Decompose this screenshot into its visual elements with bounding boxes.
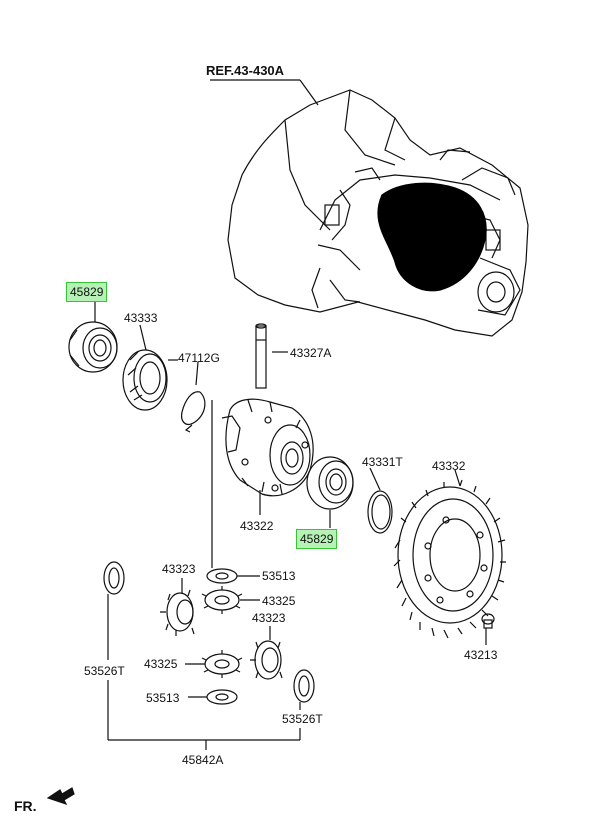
thrust-washer-53526t-right (293, 669, 315, 703)
shim-43331t (367, 490, 393, 534)
side-gear-43325-left (201, 650, 243, 678)
part-label-43323-right[interactable]: 43323 (252, 611, 286, 625)
part-label-45829-left[interactable]: 45829 (66, 282, 108, 302)
front-arrow-icon (46, 787, 75, 806)
part-label-43322[interactable]: 43322 (240, 519, 274, 533)
differential-case-43322 (221, 398, 314, 497)
part-label-43333[interactable]: 43333 (124, 311, 158, 325)
part-label-45829-right[interactable]: 45829 (296, 529, 338, 549)
thrust-washer-53526t-left (103, 561, 125, 595)
part-label-53526t-left[interactable]: 53526T (84, 664, 125, 678)
bearing-right (306, 456, 354, 510)
part-label-43332[interactable]: 43332 (432, 459, 466, 473)
side-gear-43325-right (201, 586, 243, 614)
part-label-47112g[interactable]: 47112G (178, 351, 220, 365)
pinion-gear-right (250, 640, 283, 680)
housing-opening (377, 182, 487, 292)
bearing-left (68, 321, 118, 373)
pinion-gear-left (160, 589, 195, 636)
bearing-race-43333 (122, 349, 168, 411)
ref-label: REF.43-430A (206, 63, 285, 78)
ring-gear-43332 (393, 479, 506, 639)
part-label-53526t-right[interactable]: 53526T (282, 712, 323, 726)
bolt-43213 (481, 613, 495, 629)
part-label-43325-right[interactable]: 43325 (262, 594, 296, 608)
direction-label: FR. (14, 798, 37, 814)
part-label-45842a[interactable]: 45842A (182, 753, 224, 767)
part-label-53513-top[interactable]: 53513 (262, 569, 296, 583)
washer-53513-top (206, 568, 238, 584)
snap-ring-47112g (181, 391, 206, 425)
part-label-43323-left[interactable]: 43323 (162, 562, 196, 576)
washer-53513-bottom (206, 689, 238, 705)
part-label-43213[interactable]: 43213 (464, 648, 498, 662)
part-label-43331t[interactable]: 43331T (362, 455, 403, 469)
part-label-53513-bottom[interactable]: 53513 (146, 691, 180, 705)
pinion-shaft-43327a (255, 323, 267, 389)
part-label-43325-left[interactable]: 43325 (144, 657, 178, 671)
part-label-43327a[interactable]: 43327A (290, 346, 332, 360)
